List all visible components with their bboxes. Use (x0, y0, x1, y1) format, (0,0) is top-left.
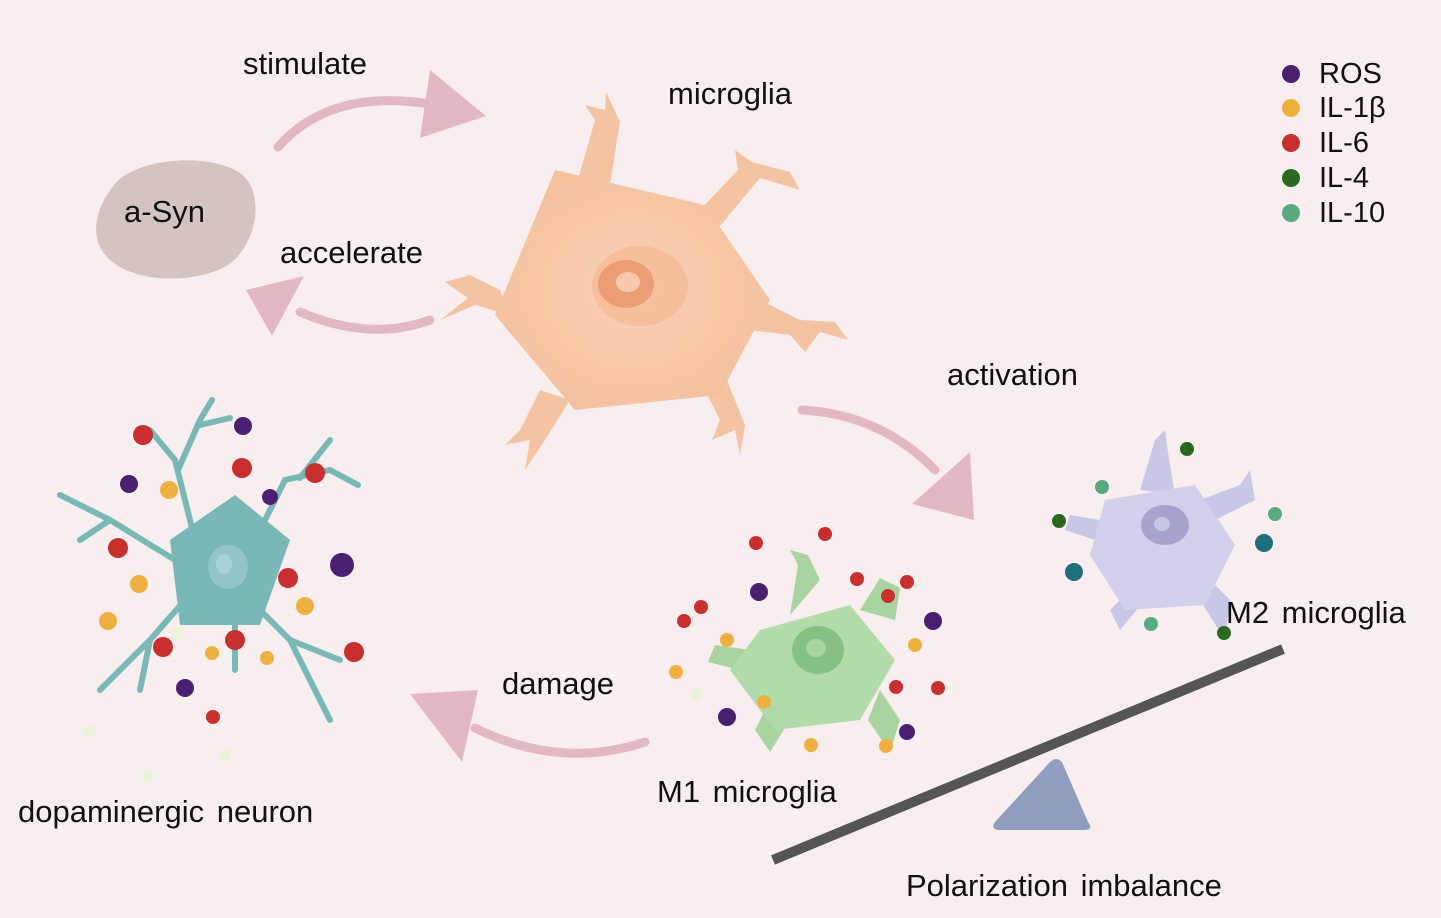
legend-swatch-3 (1282, 169, 1300, 187)
legend-swatch-0 (1282, 65, 1300, 83)
legend-label-1: IL-1β (1319, 92, 1386, 124)
asyn-blob (96, 160, 256, 279)
legend-label-3: IL-4 (1319, 162, 1369, 194)
microglia-cell (440, 92, 848, 470)
label-damage: damage (502, 666, 614, 701)
label-accelerate: accelerate (280, 235, 423, 270)
dopaminergic-neuron (57, 397, 361, 723)
il10-dots (1095, 480, 1282, 631)
label-m2-microglia: M2 microglia (1226, 595, 1406, 630)
m2-microglia-cell (1065, 430, 1255, 640)
arrow-accelerate (246, 276, 435, 336)
legend-swatch-1 (1282, 99, 1300, 117)
ros-dots (120, 417, 942, 740)
arrow-activation (797, 405, 974, 520)
label-activation: activation (947, 357, 1078, 392)
label-asyn: a-Syn (124, 194, 205, 229)
il1b-dots (99, 481, 922, 753)
m1-microglia-cell (708, 550, 900, 752)
legend-label-2: IL-6 (1319, 127, 1369, 159)
legend-label-0: ROS (1319, 58, 1382, 90)
fulcrum (993, 759, 1091, 830)
label-m1-microglia: M1 microglia (657, 774, 837, 809)
seesaw (771, 644, 1285, 865)
il6-dots (108, 425, 945, 724)
il4-dots (1052, 442, 1231, 640)
legend-label-4: IL-10 (1319, 197, 1385, 229)
arrow-stimulate (273, 70, 486, 152)
legend-swatch-4 (1282, 204, 1300, 222)
legend: ROS IL-1β IL-6 IL-4 IL-10 (1282, 58, 1386, 229)
label-stimulate: stimulate (243, 46, 367, 81)
label-polarization-imbalance: Polarization imbalance (906, 868, 1222, 903)
label-microglia: microglia (668, 76, 793, 111)
m2-teal-dots (1065, 534, 1273, 581)
legend-swatch-2 (1282, 134, 1300, 152)
pale-dots (84, 626, 703, 783)
arrow-damage (410, 690, 650, 762)
label-dopaminergic-neuron: dopaminergic neuron (18, 794, 313, 829)
